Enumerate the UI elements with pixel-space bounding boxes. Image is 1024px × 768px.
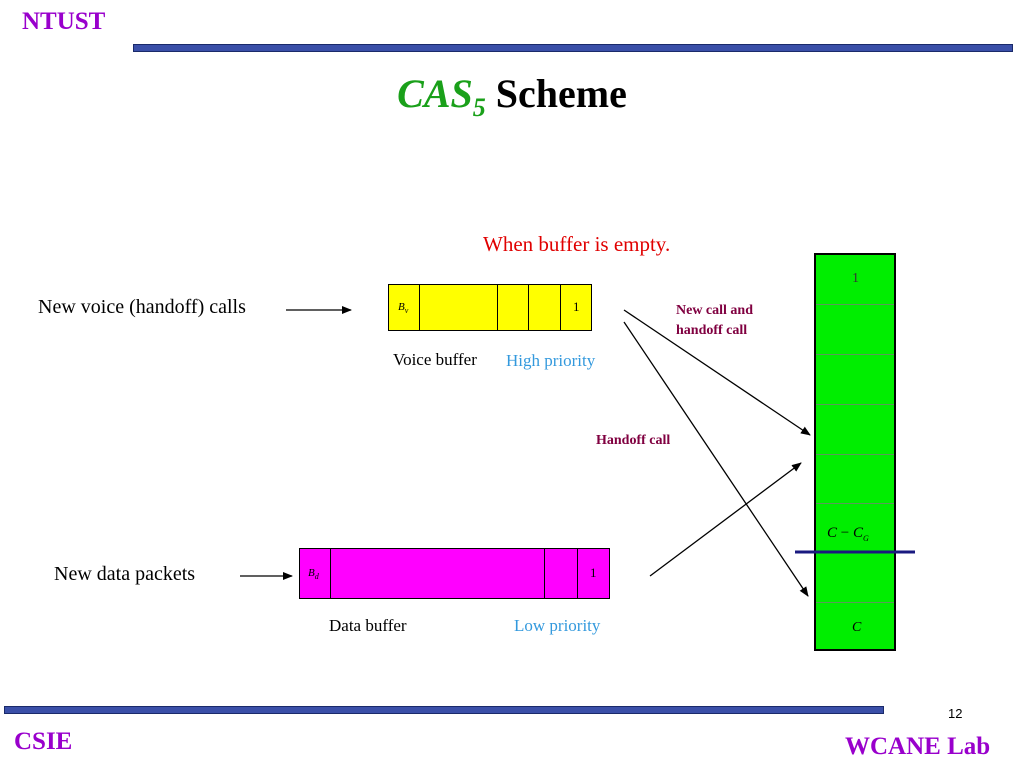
buffer-empty-note: When buffer is empty. bbox=[483, 232, 671, 256]
data-input-label: New data packets bbox=[54, 563, 196, 585]
channel-cg-label: C − CG bbox=[827, 525, 869, 543]
data-to-channel-arrow bbox=[649, 462, 802, 577]
voice-buffer-cell-bv: Bv bbox=[389, 285, 420, 330]
page-number: 12 bbox=[948, 706, 963, 721]
voice-bv-label: B bbox=[398, 301, 405, 313]
voice-buffer: Bv 1 bbox=[388, 284, 592, 331]
data-buffer-cell-bd: Bd bbox=[300, 549, 331, 598]
footer-bar bbox=[4, 706, 884, 714]
voice-buffer-cell-4 bbox=[529, 285, 561, 330]
channel-column: 1 C − CG C bbox=[814, 253, 896, 651]
data-buffer-cell-2 bbox=[331, 549, 545, 598]
data-bd-sub: d bbox=[314, 572, 319, 582]
footer-right-label: WCANE Lab bbox=[845, 733, 991, 760]
new-and-handoff-call-label: New call and handoff call bbox=[676, 301, 753, 341]
channel-row-divider bbox=[816, 404, 894, 405]
new-and-handoff-line2: handoff call bbox=[676, 323, 748, 338]
cg-c2: C bbox=[852, 525, 863, 541]
org-name-top: NTUST bbox=[22, 8, 106, 35]
voice-buffer-cell-last: 1 bbox=[573, 299, 580, 314]
cg-minus: − bbox=[837, 525, 853, 541]
voice-buffer-cell-2 bbox=[420, 285, 498, 330]
voice-buffer-cell-3 bbox=[498, 285, 529, 330]
channel-row-divider bbox=[816, 602, 894, 603]
channel-row-divider bbox=[816, 503, 894, 504]
footer-left-label: CSIE bbox=[14, 728, 73, 755]
title-rest: Scheme bbox=[485, 71, 627, 116]
title-cas: CAS bbox=[397, 71, 473, 116]
data-buffer-cell-3 bbox=[545, 549, 578, 598]
handoff-call-arrow bbox=[623, 321, 809, 597]
cg-c: C bbox=[827, 525, 838, 541]
data-bd-label: B bbox=[308, 567, 315, 579]
data-buffer-cell-last: 1 bbox=[590, 565, 597, 580]
voice-buffer-label: Voice buffer bbox=[393, 350, 477, 369]
voice-bv-sub: v bbox=[404, 306, 409, 316]
slide-title: CAS5 Scheme bbox=[0, 70, 1024, 123]
cg-sub: G bbox=[863, 534, 869, 543]
channel-row-divider bbox=[816, 304, 894, 305]
channel-top-label: 1 bbox=[852, 271, 859, 286]
header-bar bbox=[133, 44, 1013, 52]
data-priority-label: Low priority bbox=[514, 616, 601, 635]
channel-row-divider bbox=[816, 454, 894, 455]
voice-input-label: New voice (handoff) calls bbox=[38, 296, 246, 318]
channel-row-divider bbox=[816, 354, 894, 355]
data-buffer-label: Data buffer bbox=[329, 616, 407, 635]
new-call-handoff-arrow bbox=[623, 309, 811, 436]
channel-bottom-label: C bbox=[852, 620, 862, 635]
data-buffer: Bd 1 bbox=[299, 548, 610, 599]
handoff-call-label: Handoff call bbox=[596, 433, 671, 448]
new-and-handoff-line1: New call and bbox=[676, 303, 753, 318]
voice-priority-label: High priority bbox=[506, 351, 596, 370]
title-subscript: 5 bbox=[472, 93, 486, 122]
